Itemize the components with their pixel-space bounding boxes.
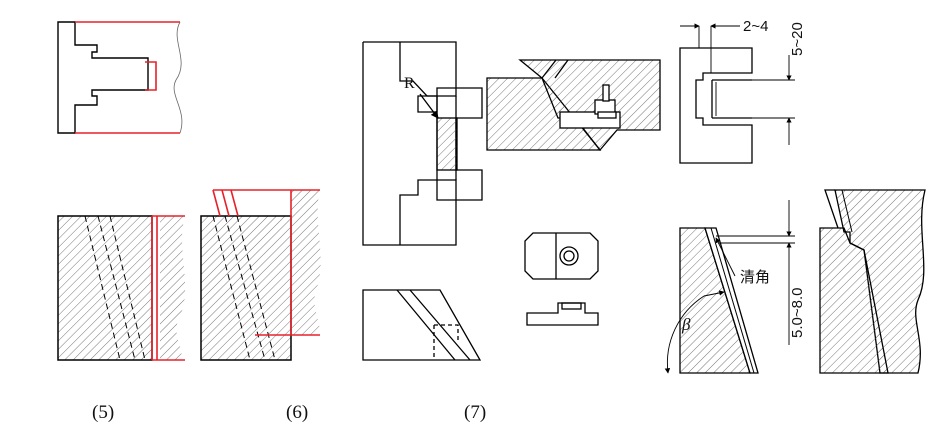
slot-detail	[679, 23, 795, 164]
depth-dimension: 5~20	[789, 22, 806, 56]
wedge-block	[362, 289, 482, 361]
caption-5: (5)	[92, 402, 114, 423]
t-slot-red-outline	[75, 21, 180, 134]
plate-top-view	[524, 232, 599, 280]
part-6-lifter-block	[200, 189, 321, 361]
inclined-block-detail	[664, 200, 795, 374]
part-5-lifter-block	[57, 215, 186, 361]
angle-label: β	[681, 315, 691, 334]
plate-side-view	[526, 302, 599, 326]
part-7-mold-assembly	[362, 41, 483, 246]
mold-section-right	[819, 189, 926, 374]
t-slot-top-view	[57, 21, 183, 134]
gap-dimension: 2~4	[743, 18, 768, 35]
caption-6: (6)	[286, 402, 308, 423]
slider-section	[486, 59, 661, 152]
caption-7: (7)	[464, 402, 486, 423]
corner-note: 清角	[740, 269, 770, 286]
radius-label: R	[404, 75, 415, 92]
height-dimension: 5.0~8.0	[789, 288, 806, 338]
